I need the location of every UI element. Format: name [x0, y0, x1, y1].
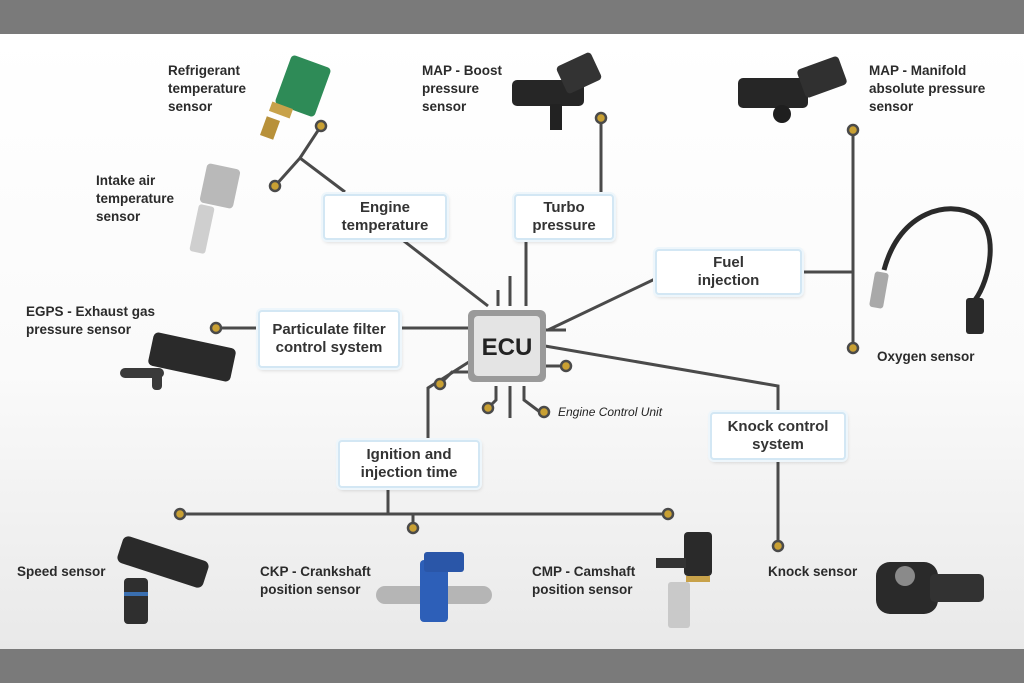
oxygen-sensor-image: [869, 206, 993, 334]
terminal-dots: [173, 111, 860, 553]
map-boost-sensor-label: MAP - Boost pressure sensor: [422, 63, 502, 114]
refrigerant-sensor-image: [260, 55, 331, 140]
egps-sensor-label: EGPS - Exhaust gas pressure sensor: [26, 304, 156, 337]
intake-air-sensor-label: Intake air temperature sensor: [96, 173, 175, 224]
ecu-label: ECU: [481, 334, 533, 361]
speed-sensor-label: Speed sensor: [17, 564, 106, 579]
map-manifold-sensor-label: MAP - Manifold absolute pressure sensor: [869, 63, 986, 114]
turbo-pressure-box: Turbo pressure: [514, 194, 614, 240]
map-boost-sensor-image: [512, 52, 602, 130]
bottom-letterbox: [0, 649, 1024, 683]
ckp-sensor-label: CKP - Crankshaft position sensor: [260, 564, 371, 597]
knock-control-box: Knock control system: [710, 412, 846, 460]
intake-air-sensor-image: [189, 163, 241, 254]
cmp-sensor-image: [656, 532, 712, 628]
top-letterbox: [0, 0, 1024, 34]
engine-temperature-box: Engine temperature: [323, 194, 447, 240]
speed-sensor-image: [117, 536, 209, 624]
refrigerant-sensor-label: Refrigerant temperature sensor: [168, 63, 247, 114]
map-manifold-sensor-image: [738, 56, 847, 123]
connector-lines: [180, 118, 855, 546]
cmp-sensor-label: CMP - Camshaft position sensor: [532, 564, 636, 597]
ecu-caption: Engine Control Unit: [558, 405, 663, 419]
ecu-chip-inner: [474, 316, 540, 376]
egps-sensor-image: [120, 332, 236, 390]
knock-sensor-label: Knock sensor: [768, 564, 858, 579]
fuel-injection-box: Fuel injection: [655, 249, 802, 295]
oxygen-sensor-label: Oxygen sensor: [877, 349, 975, 364]
knock-sensor-image: [876, 562, 984, 614]
ignition-injection-box: Ignition and injection time: [338, 440, 480, 488]
particulate-filter-box: Particulate filter control system: [258, 310, 400, 368]
ckp-sensor-image: [376, 552, 492, 622]
